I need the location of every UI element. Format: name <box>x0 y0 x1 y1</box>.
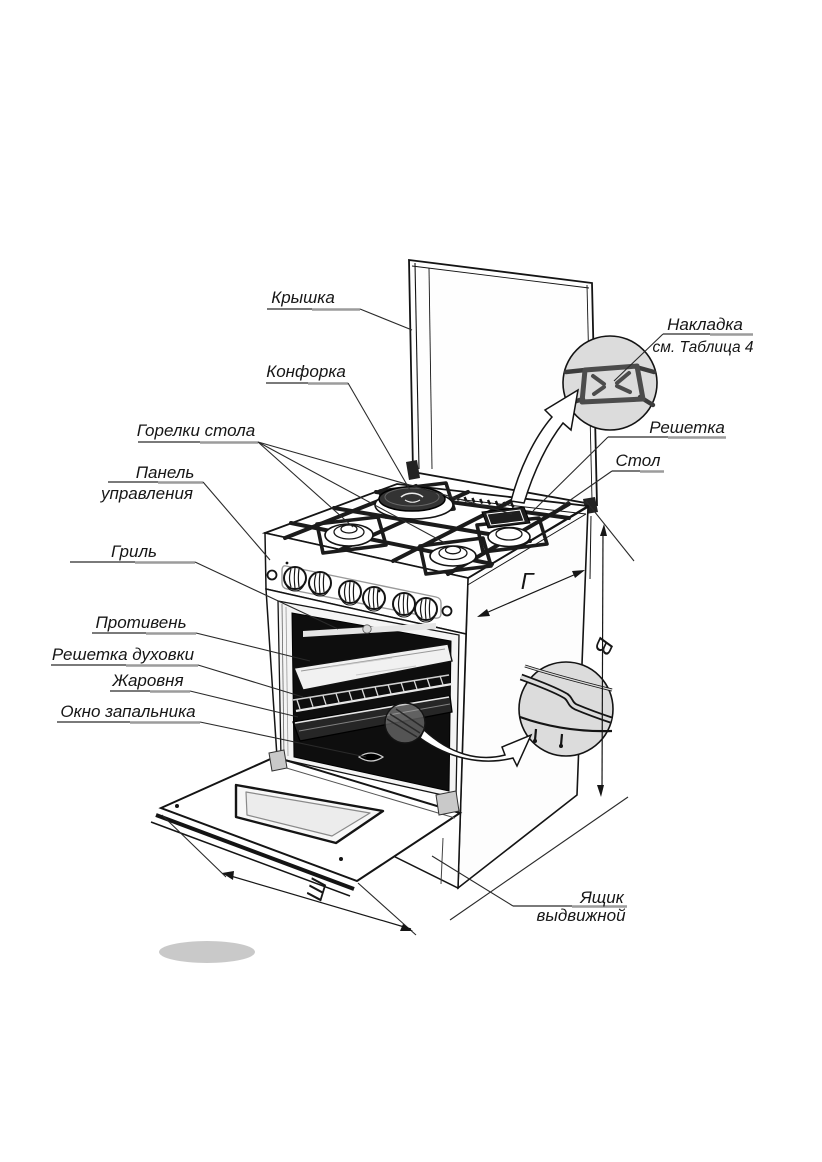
lid-hinge-left <box>406 460 420 480</box>
burner-knob <box>362 586 386 612</box>
label-table-burners: Горелки стола <box>137 421 255 440</box>
callout-burner-cover: Конфорка <box>266 362 411 491</box>
ignition-button-left <box>266 569 278 581</box>
roasting-pan <box>292 695 453 742</box>
baking-tray <box>293 643 453 691</box>
dimension-letter-height: В <box>589 634 619 659</box>
label-lid: Крышка <box>271 288 335 307</box>
burner-knob <box>392 592 416 618</box>
label-grate: Решетка <box>649 418 725 437</box>
label-burner-cover: Конфорка <box>266 362 346 381</box>
callout-grate: Решетка <box>532 418 726 512</box>
callout-table: Стол <box>555 451 664 511</box>
door-hinge-right <box>435 790 460 816</box>
burner-center <box>429 545 477 567</box>
callouts: Крышка Конфорка Горелки стола Панель упр… <box>51 288 754 925</box>
label-igniter-window: Окно запальника <box>60 702 195 721</box>
floor-shadow <box>159 941 255 963</box>
burners <box>324 486 531 567</box>
zoom-arrow-top <box>510 388 580 504</box>
dimension-letter-depth: Г <box>521 568 535 594</box>
label-control-panel-2: управления <box>100 484 193 503</box>
callout-oven-rack: Решетка духовки <box>51 645 304 698</box>
label-drawer-1: Ящик <box>579 888 625 907</box>
burner-knob <box>414 597 438 623</box>
callout-lid: Крышка <box>267 288 413 331</box>
detail-circle-rack <box>518 661 614 757</box>
label-oven-rack: Решетка духовки <box>52 645 195 664</box>
ignition-button-right <box>441 605 453 617</box>
burner-knob <box>283 566 307 592</box>
label-overlay-plate: Накладка <box>667 315 743 334</box>
rack-zoom-source <box>384 702 426 744</box>
label-control-panel-1: Панель <box>136 463 195 482</box>
dimension-height: В <box>449 500 635 921</box>
callout-baking-tray: Противень <box>92 613 311 662</box>
label-table: Стол <box>616 451 661 470</box>
dimension-depth: Г <box>477 568 585 617</box>
overlay-plate-shape <box>481 506 531 529</box>
label-baking-tray: Противень <box>95 613 186 632</box>
callout-roasting-pan: Жаровня <box>110 671 299 718</box>
burner-knob <box>338 580 362 606</box>
door-hinge-left <box>268 749 288 772</box>
oven-wire-rack <box>292 674 453 713</box>
label-roasting-pan: Жаровня <box>111 671 183 690</box>
callout-drawer: Ящик выдвижной <box>431 855 627 925</box>
burner-left <box>324 523 374 547</box>
igniter-window-shape <box>357 752 385 762</box>
label-overlay-note: см. Таблица 4 <box>652 339 753 356</box>
burner-knob <box>308 571 332 597</box>
callout-igniter-window: Окно запальника <box>57 702 367 758</box>
zoom-arrow-rack <box>419 728 533 768</box>
callout-overlay-plate: Накладка см. Таблица 4 <box>613 315 754 382</box>
detail-circle-overlay-plate <box>562 335 658 431</box>
burner-cover-disc <box>374 486 454 520</box>
grill-element <box>303 623 436 637</box>
label-drawer-2: выдвижной <box>536 906 626 925</box>
callout-table-burners: Горелки стола <box>137 421 513 544</box>
burner-right <box>487 526 531 548</box>
label-grill: Гриль <box>111 542 157 561</box>
callout-control-panel: Панель управления <box>100 463 271 561</box>
oven-door <box>150 749 463 897</box>
callout-grill: Гриль <box>70 542 339 630</box>
